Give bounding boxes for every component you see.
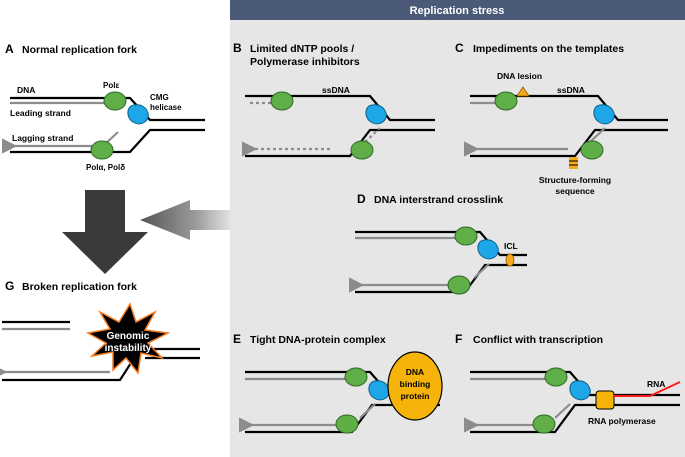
icl-crosslink bbox=[505, 253, 515, 267]
panel-c: C Impediments on the templates DNA lesio… bbox=[455, 41, 668, 196]
panel-e-title: Tight DNA-protein complex bbox=[250, 334, 386, 346]
dna-lesion-label: DNA lesion bbox=[497, 71, 542, 81]
panel-f-letter: F bbox=[455, 332, 462, 346]
instability-label: instability bbox=[105, 343, 152, 354]
stress-header bbox=[230, 0, 685, 20]
down-arrow bbox=[62, 190, 148, 274]
pol-ad-label: Polα, Polδ bbox=[86, 163, 125, 172]
panel-f-polymerase-lead bbox=[544, 367, 568, 387]
panel-a: A Normal replication fork DNA Polε CMG h… bbox=[1, 42, 205, 172]
panel-c-ssdna-label: ssDNA bbox=[557, 85, 585, 95]
genomic-label: Genomic bbox=[107, 331, 150, 342]
panel-b-polymerase-lead bbox=[270, 91, 294, 111]
panel-e-helicase bbox=[368, 380, 390, 401]
panel-e-letter: E bbox=[233, 332, 241, 346]
panel-c-polymerase-lead bbox=[494, 91, 518, 111]
panel-c-letter: C bbox=[455, 41, 464, 55]
dna-binding-protein bbox=[387, 351, 443, 421]
stress-arrow bbox=[140, 200, 232, 240]
panel-e-polymerase-lead bbox=[344, 367, 368, 387]
pol-e-label: Polε bbox=[103, 81, 119, 90]
panel-c-helicase bbox=[593, 104, 615, 125]
panel-b-title-line1: Limited dNTP pools / bbox=[250, 43, 354, 55]
panel-d-polymerase-lead bbox=[454, 226, 478, 246]
stress-background bbox=[230, 0, 685, 457]
structure-label-1: Structure-forming bbox=[539, 175, 611, 185]
panel-e-polymerase-lag bbox=[335, 414, 359, 434]
pol-ad-polymerase bbox=[90, 140, 114, 160]
leading-strand-label: Leading strand bbox=[10, 108, 71, 118]
panel-a-letter: A bbox=[5, 42, 14, 56]
icl-label: ICL bbox=[504, 241, 518, 251]
panel-d-helicase bbox=[477, 239, 499, 260]
panel-b-letter: B bbox=[233, 41, 242, 55]
panel-d: D DNA interstrand crosslink ICL bbox=[348, 192, 527, 295]
dna-lesion-marker bbox=[516, 86, 530, 97]
panel-c-polymerase-lag bbox=[580, 140, 604, 160]
panel-b: B Limited dNTP pools / Polymerase inhibi… bbox=[233, 41, 435, 160]
cmg-label: CMG bbox=[150, 93, 169, 102]
rna-polymerase-label: RNA polymerase bbox=[588, 416, 656, 426]
panel-d-letter: D bbox=[357, 192, 366, 206]
protein-label-3: protein bbox=[401, 391, 430, 401]
protein-label-2: binding bbox=[400, 379, 431, 389]
pol-e-polymerase bbox=[103, 91, 127, 111]
panel-f-helicase bbox=[569, 380, 591, 401]
panel-a-title: Normal replication fork bbox=[22, 44, 137, 56]
lagging-strand-label: Lagging strand bbox=[12, 133, 73, 143]
panel-f-polymerase-lag bbox=[532, 414, 556, 434]
panel-g: G Broken replication fork Genomic instab… bbox=[0, 279, 200, 382]
cmg-helicase bbox=[127, 104, 149, 125]
panel-f-title: Conflict with transcription bbox=[473, 334, 603, 346]
helicase-label: helicase bbox=[150, 103, 182, 112]
panel-b-polymerase-lag bbox=[350, 140, 374, 160]
panel-b-helicase bbox=[365, 104, 387, 125]
panel-f: F Conflict with transcription RNA RNA po… bbox=[455, 332, 681, 434]
panel-d-polymerase-lag bbox=[447, 275, 471, 295]
rna-label: RNA bbox=[647, 379, 665, 389]
panel-b-ssdna-label: ssDNA bbox=[322, 85, 350, 95]
protein-label-1: DNA bbox=[406, 367, 424, 377]
rna-strand bbox=[614, 381, 681, 397]
panel-e: E Tight DNA-protein complex DNA binding … bbox=[233, 332, 443, 434]
structure-forming-sequence bbox=[569, 157, 578, 169]
genomic-instability-burst bbox=[85, 302, 171, 375]
panel-g-title: Broken replication fork bbox=[22, 281, 137, 293]
rna-polymerase bbox=[595, 390, 615, 410]
panel-b-title-line2: Polymerase inhibitors bbox=[250, 56, 360, 68]
panel-g-letter: G bbox=[5, 279, 14, 293]
dna-label: DNA bbox=[17, 85, 35, 95]
structure-label-2: sequence bbox=[555, 186, 594, 196]
panel-d-title: DNA interstrand crosslink bbox=[374, 194, 503, 206]
panel-c-title: Impediments on the templates bbox=[473, 43, 624, 55]
header-title: Replication stress bbox=[410, 5, 505, 17]
